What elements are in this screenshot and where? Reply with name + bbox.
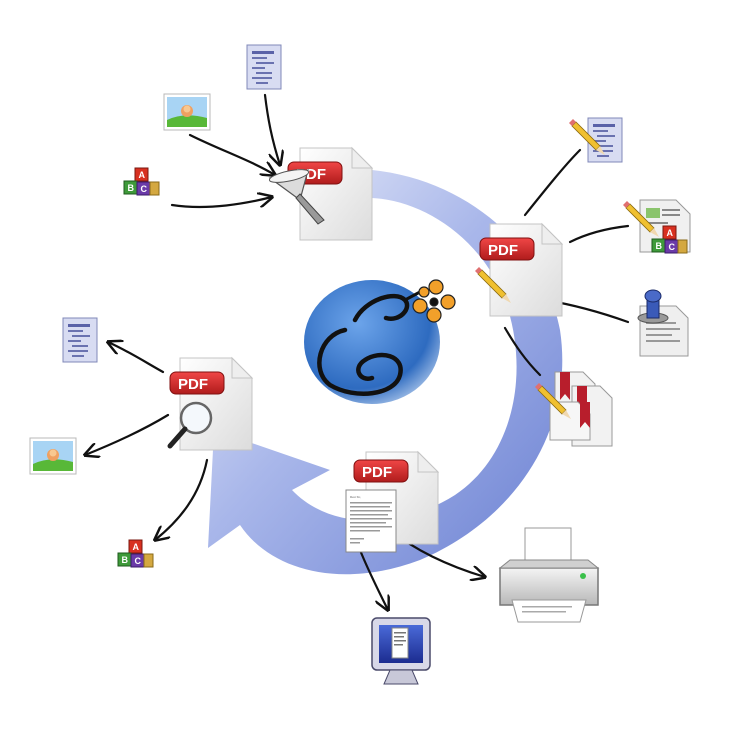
pdf-badge: PDF — [353, 459, 409, 483]
fuse-spark-icon — [412, 279, 456, 323]
pdf-node-edit: PDF — [474, 223, 563, 317]
edit-output-mixed-document-icon — [622, 199, 691, 254]
pdf-node-render: PDF Dear Sir, — [345, 451, 439, 553]
input-text-document-icon — [246, 44, 282, 90]
pdf-node-extract: PDF — [167, 357, 253, 451]
text-page-icon: Dear Sir, — [345, 489, 397, 553]
stamp-document-icon — [637, 289, 689, 357]
funnel-icon — [268, 169, 325, 225]
pdf-badge: PDF — [169, 371, 225, 395]
input-image-icon — [163, 93, 211, 131]
edit-output-text-document-icon — [568, 117, 623, 163]
extract-output-abc-blocks-icon — [117, 539, 154, 568]
extract-output-text-document-icon — [62, 317, 98, 363]
pdf-badge-label: PDF — [362, 464, 392, 481]
bookmarks-document-icon — [534, 371, 613, 447]
extract-output-image-icon — [29, 437, 77, 475]
pdf-badge: PDF — [479, 237, 535, 261]
connector-lines — [85, 93, 630, 610]
bomb-logo-icon — [304, 279, 456, 404]
pdf-badge-label: PDF — [488, 242, 518, 259]
cycle-arrow — [208, 170, 563, 575]
input-abc-blocks-icon — [123, 167, 160, 196]
document-preview-text: Dear Sir, — [350, 495, 361, 500]
monitor-icon — [371, 617, 431, 685]
magnifier-icon — [167, 401, 213, 449]
pdf-badge-label: PDF — [178, 376, 208, 393]
printer-icon — [498, 527, 600, 623]
pdf-node-create: PDF — [268, 147, 373, 241]
